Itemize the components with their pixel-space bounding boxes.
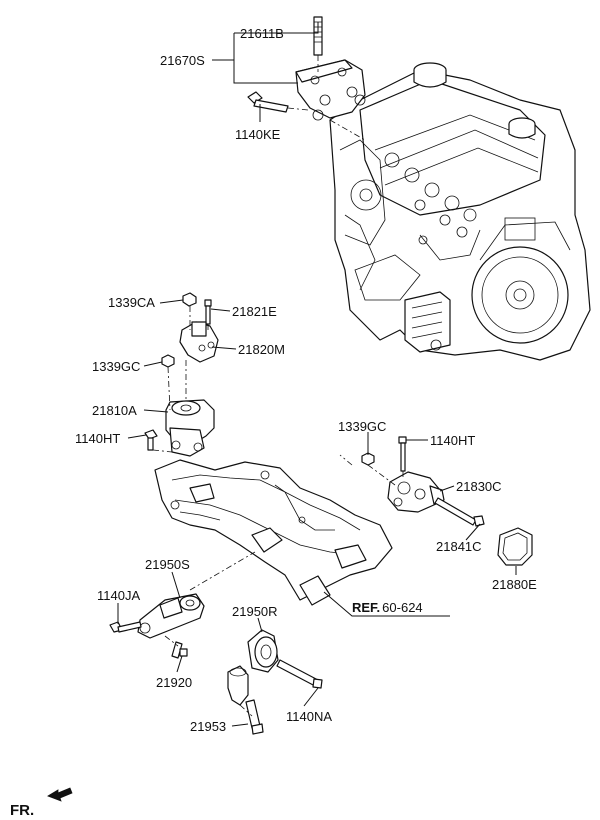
label-21830C: 21830C [456,479,502,494]
label-1339GC-right: 1339GC [338,419,386,434]
reference-code: 60-624 [382,600,422,615]
label-21841C: 21841C [436,539,482,554]
label-21880E: 21880E [492,577,537,592]
label-21953: 21953 [190,719,226,734]
engine-assembly [329,62,591,361]
label-1140NA: 1140NA [286,709,332,724]
label-21670S: 21670S [160,53,205,68]
label-21611B: 21611B [240,26,284,41]
label-21810A: 21810A [92,403,137,418]
label-21920: 21920 [156,675,192,690]
front-direction-indicator: FR. [10,787,73,819]
roll-rod-mount-21950S [109,551,256,659]
label-21950R: 21950R [232,604,278,619]
label-21821E: 21821E [232,304,277,319]
label-21820M: 21820M [238,342,285,357]
svg-text:REF.60-624: REF.60-624 [352,600,423,615]
label-21950S: 21950S [145,557,190,572]
reference-label[interactable]: REF.60-624 [352,600,423,615]
label-1140HT-left: 1140HT [75,431,120,446]
label-1140HT-right: 1140HT [430,433,475,448]
engine-mount-bracket-21670S [247,16,366,141]
reference-prefix: REF. [352,600,380,615]
roll-rod-21950R [227,629,323,735]
part-labels: 21611B 21670S 1140KE 1339CA 21821E 21820… [75,26,537,734]
label-1140JA: 1140JA [97,588,140,603]
transmission-mount-21830C [339,436,533,566]
leader-lines [117,22,517,727]
front-label: FR. [10,802,34,819]
subframe [154,459,393,606]
front-arrow-icon [47,787,73,802]
label-1339GC-left: 1339GC [92,359,140,374]
label-1339CA: 1339CA [108,295,155,310]
engine-mount-21810A [144,292,219,457]
label-1140KE: 1140KE [235,127,281,142]
